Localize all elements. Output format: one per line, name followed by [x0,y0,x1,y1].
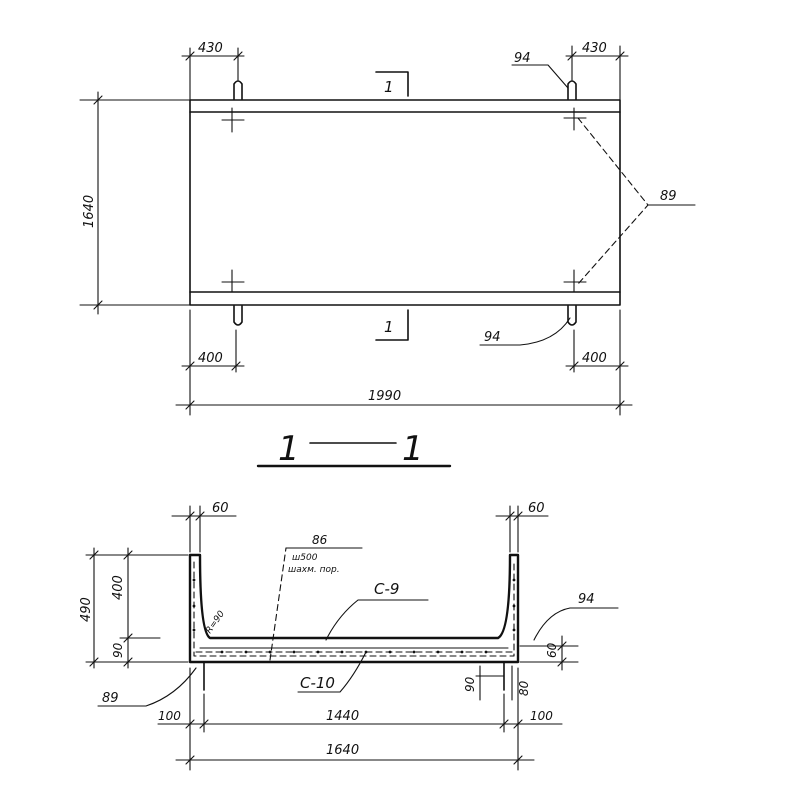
embedded-part-marks [221,107,587,293]
callout-89-section-leader [97,667,197,707]
callout-c9-label: С-9 [374,580,399,598]
lifting-loop-bottom-left [233,305,243,326]
section-title: 1 1 [256,429,452,469]
callout-94-bottom-label: 94 [484,330,501,345]
section-mark-top-label: 1 [384,78,394,96]
dim-total-length: 1990 [175,389,633,410]
dim-bottom-left-100-label: 100 [158,709,181,723]
dim-inner: 90 80 [463,665,531,701]
section-title-right: 1 [402,429,424,469]
lifting-loop-top-left [233,80,243,100]
section-mark-bottom-label: 1 [384,318,394,336]
dim-top-left: 430 [181,41,245,101]
dim-bottom-inner-label: 1440 [326,709,359,724]
callout-94-section: 94 [533,592,619,641]
dim-base-height-label: 90 [111,642,125,658]
plan-view: 89 94 94 1 1 430 430 [79,41,696,416]
dim-bottom-total: 1640 [175,743,535,765]
callout-c10-leader [297,651,367,693]
dim-total-height-label: 490 [79,597,94,622]
callout-94-section-label: 94 [578,592,595,607]
dim-wall-right: 60 [495,501,549,553]
dim-section-height: 490 400 90 [79,547,189,669]
dim-wall-left-label: 60 [212,501,229,516]
dim-bottom-left: 400 [181,309,245,416]
plan-slab-outline [189,99,621,306]
callout-89-label: 89 [660,189,677,204]
chamfer-label: R=90 [204,609,227,636]
callout-89-leader [577,117,649,285]
dim-bottom-right-label: 400 [582,351,607,366]
dim-top-right: 430 [565,41,629,101]
dim-inner-90-label: 90 [463,676,477,692]
section-title-left: 1 [278,429,300,469]
dim-wall-left: 60 [171,501,237,553]
dim-wall-right-label: 60 [528,501,545,516]
callout-86-line1: ш500 [292,553,318,563]
callout-86-line2: шахм. пор. [288,565,340,575]
callout-c10-label: С-10 [300,674,335,692]
dim-bottom-right-100-label: 100 [530,709,553,723]
callout-94-top-label: 94 [514,51,531,66]
callout-c10: С-10 [297,651,367,693]
callout-94-section-leader [533,607,619,641]
dim-right-base-label: 60 [545,642,559,658]
dim-bottom-total-label: 1640 [326,743,359,758]
cross-section: 60 60 490 400 90 R=90 [79,501,619,771]
dim-bottom-left-label: 400 [198,351,223,366]
callout-86-number: 86 [312,533,328,547]
lifting-loop-bottom-right [567,305,577,326]
dim-wall-height-label: 400 [111,575,126,600]
dim-left-height: 1640 [79,91,191,315]
lifting-loop-top-right [567,80,577,100]
dim-inner-80-label: 80 [517,680,531,696]
callout-c9-leader [325,599,429,641]
callout-89-section-label: 89 [102,691,119,706]
dim-bottom-chain: 100 1440 100 [157,667,563,771]
callout-86-leader [269,547,287,661]
trough-outline [188,553,520,664]
rebar-dots [192,578,516,654]
dim-left-height-label: 1640 [82,195,97,228]
callout-94-bottom-leader [479,317,571,346]
dim-top-left-label: 430 [198,41,223,56]
callout-94-top-leader [511,64,569,89]
callout-89-section: 89 [97,667,197,707]
reinforcement-cage [193,561,515,657]
callout-86: 86 ш500 шахм. пор. [269,533,363,661]
callout-c9: С-9 [325,580,429,641]
dim-bottom-right: 400 [565,309,629,416]
dim-right-base: 60 [519,635,579,671]
dim-top-right-label: 430 [582,41,607,56]
section-mark-bottom-line [375,309,409,341]
section-mark-top-line [375,71,409,97]
dim-total-length-label: 1990 [368,389,401,404]
